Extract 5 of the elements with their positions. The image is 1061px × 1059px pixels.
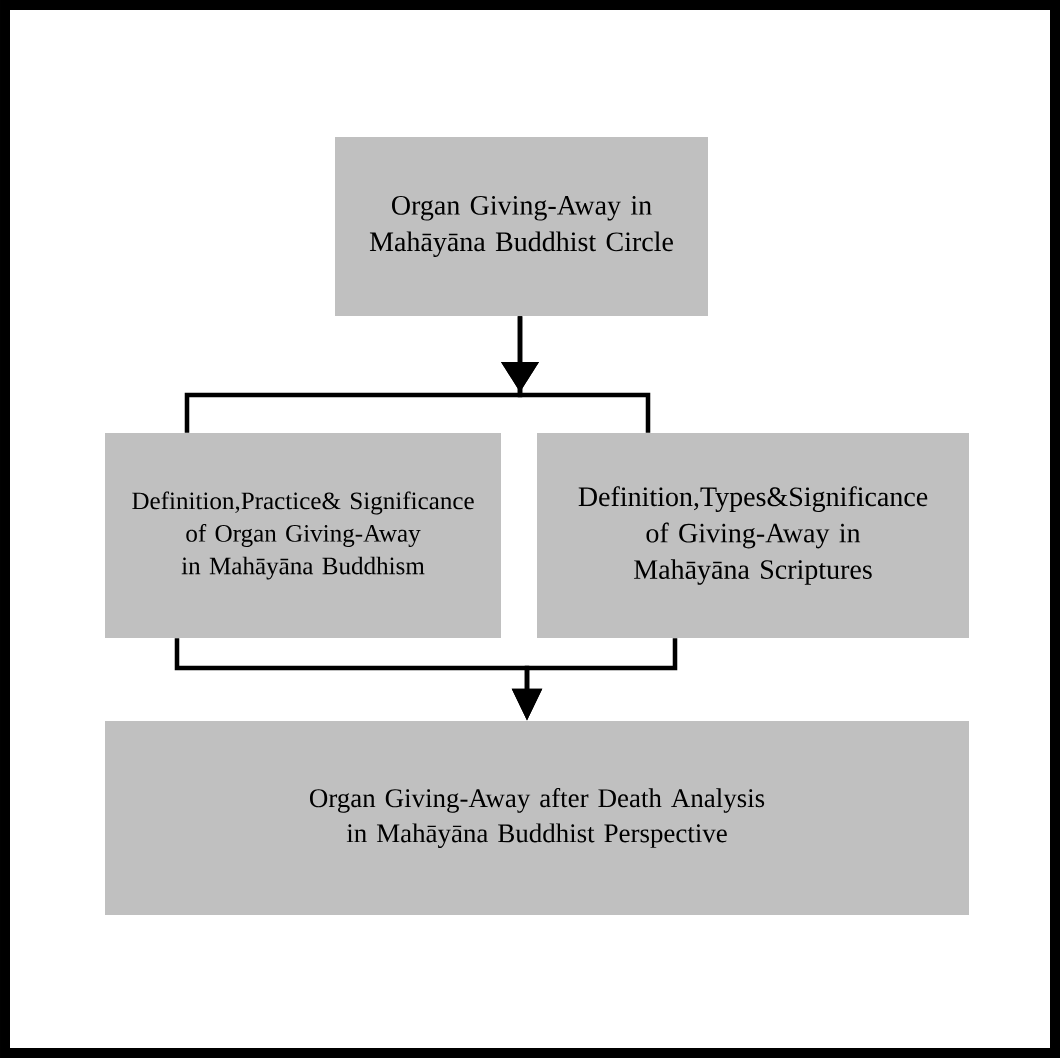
process-box: Definition,Types&Significance of Giving-Away in Mahāyāna Scriptures <box>537 433 969 638</box>
process-box: Definition,Practice& Significance of Organ Giving-Away in Mahāyāna Buddhism <box>105 433 501 638</box>
process-box: Organ Giving-Away in Mahāyāna Buddhist Circle <box>335 137 708 316</box>
process-box: Organ Giving-Away after Death Analysis in Mahāyāna Buddhist Perspective <box>105 721 969 915</box>
arrow <box>501 316 651 433</box>
